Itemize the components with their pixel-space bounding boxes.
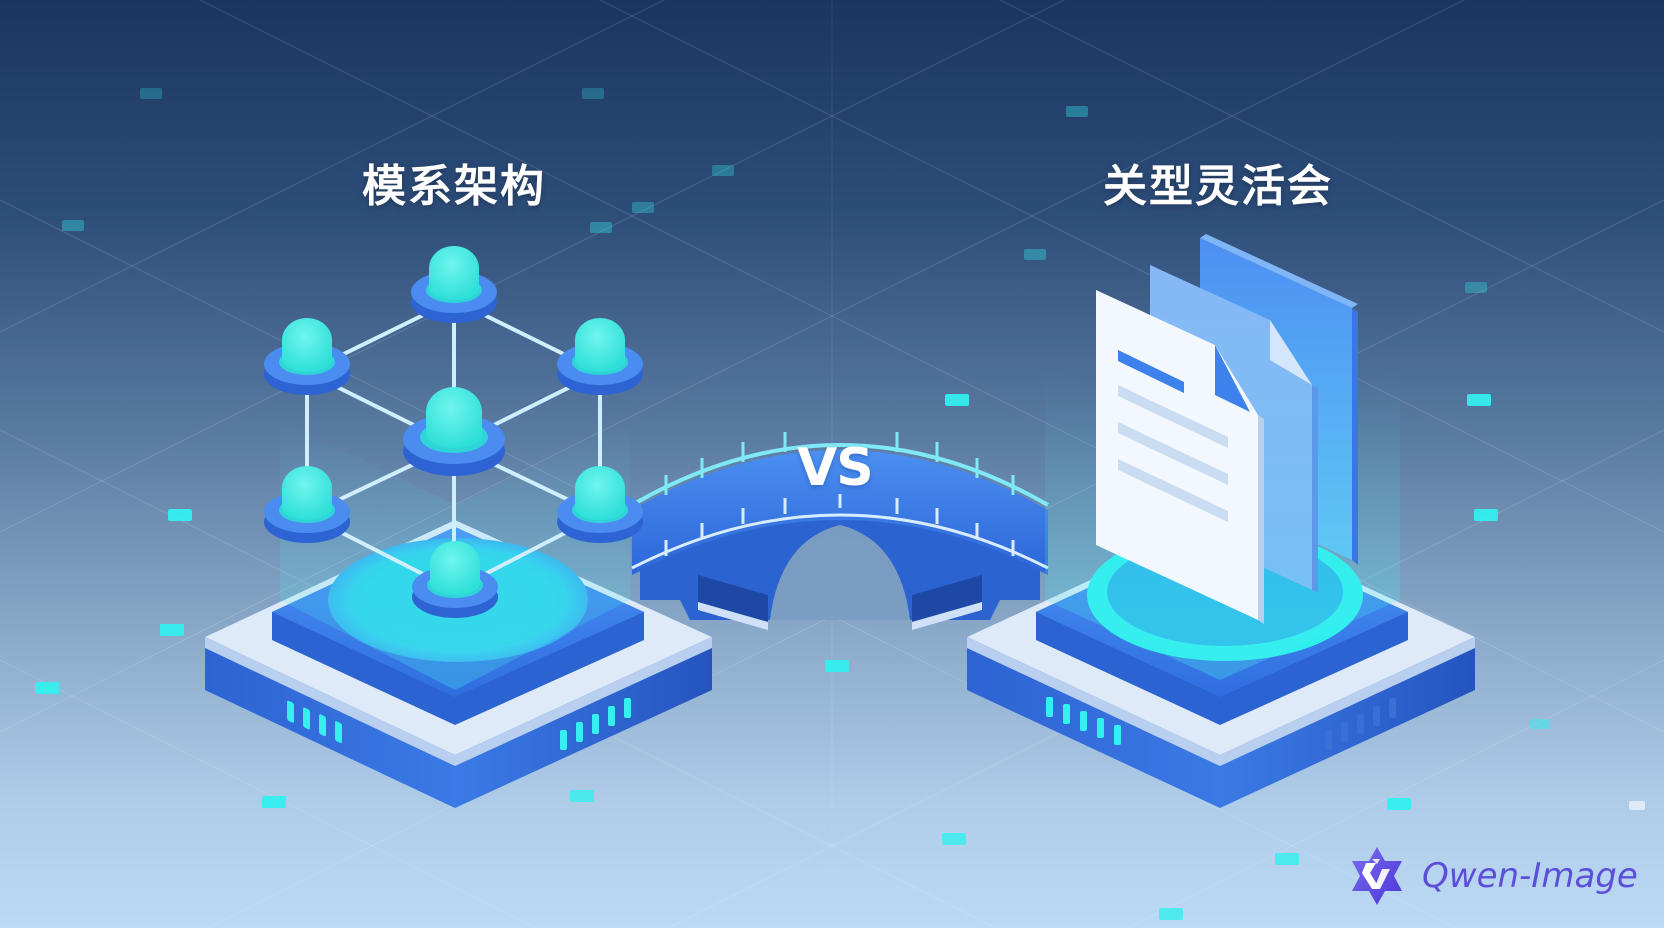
bridge-icon <box>631 432 1049 630</box>
cube-nodes <box>264 246 643 618</box>
right-platform <box>967 370 1475 808</box>
vs-label: VS <box>797 438 874 498</box>
logo-text: Qwen-Image <box>1422 856 1638 896</box>
qwen-star-icon <box>1352 847 1402 905</box>
right-title: 关型灵活会 <box>1103 161 1333 212</box>
document-stack-icon <box>1096 234 1358 624</box>
left-title: 模系架构 <box>362 161 546 212</box>
qwen-image-logo: Qwen-Image <box>1346 845 1638 907</box>
